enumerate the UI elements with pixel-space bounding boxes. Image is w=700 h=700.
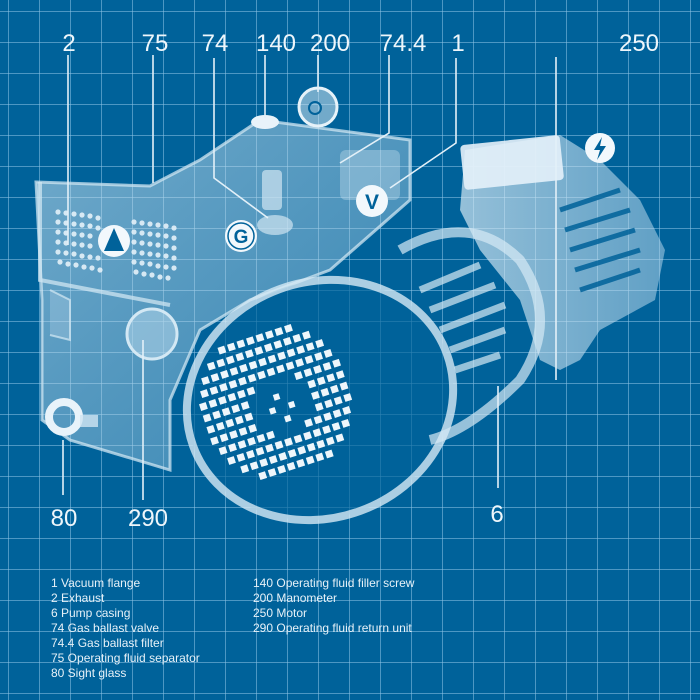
filler-screw <box>251 115 279 129</box>
exhaust-grille <box>55 209 177 281</box>
legend-item: 75 Operating fluid separator <box>51 651 200 665</box>
callout-1: 1 <box>451 30 465 57</box>
svg-text:G: G <box>234 227 249 248</box>
lightning-icon <box>585 133 615 163</box>
callout-2: 2 <box>62 30 76 57</box>
leader-lines <box>62 55 557 500</box>
leader-74-4 <box>339 55 390 164</box>
callout-74-4: 74.4 <box>379 30 427 57</box>
callout-6: 6 <box>490 501 504 528</box>
leader-1 <box>389 58 457 189</box>
callout-74: 74 <box>201 30 229 57</box>
legend-item: 200 Manometer <box>253 591 338 605</box>
legend-item: 74 Gas ballast valve <box>51 621 160 635</box>
legend-item: 1 Vacuum flange <box>51 576 141 590</box>
svg-text:V: V <box>365 191 379 214</box>
callout-290: 290 <box>127 505 169 532</box>
gas-ballast-valve <box>257 150 400 235</box>
legend-column-2: 140 Operating fluid filler screw 200 Man… <box>253 576 414 636</box>
legend-item: 6 Pump casing <box>51 606 131 620</box>
manometer <box>297 86 339 128</box>
sight-glass <box>45 398 98 436</box>
leader-74 <box>213 58 269 219</box>
callout-250: 250 <box>618 30 660 57</box>
legend-item: 2 Exhaust <box>51 591 105 605</box>
legend-item: 74.4 Gas ballast filter <box>51 636 164 650</box>
legend-column-1: 1 Vacuum flange 2 Exhaust 6 Pump casing … <box>51 576 200 681</box>
callout-140: 140 <box>255 30 297 57</box>
legend-item: 290 Operating fluid return unit <box>253 621 412 635</box>
callout-80: 80 <box>50 505 78 532</box>
motor <box>397 135 665 445</box>
callout-200: 200 <box>309 30 351 57</box>
return-unit <box>125 307 179 361</box>
vacuum-v-icon: V <box>356 185 388 217</box>
legend-item: 250 Motor <box>253 606 308 620</box>
legend-item: 80 Sight glass <box>51 666 127 680</box>
callout-75: 75 <box>141 30 169 57</box>
fan-grille <box>199 324 353 481</box>
exhaust-triangle-icon <box>98 225 130 257</box>
legend-item: 140 Operating fluid filler screw <box>253 576 415 590</box>
gas-ballast-g-icon: G <box>225 220 257 252</box>
